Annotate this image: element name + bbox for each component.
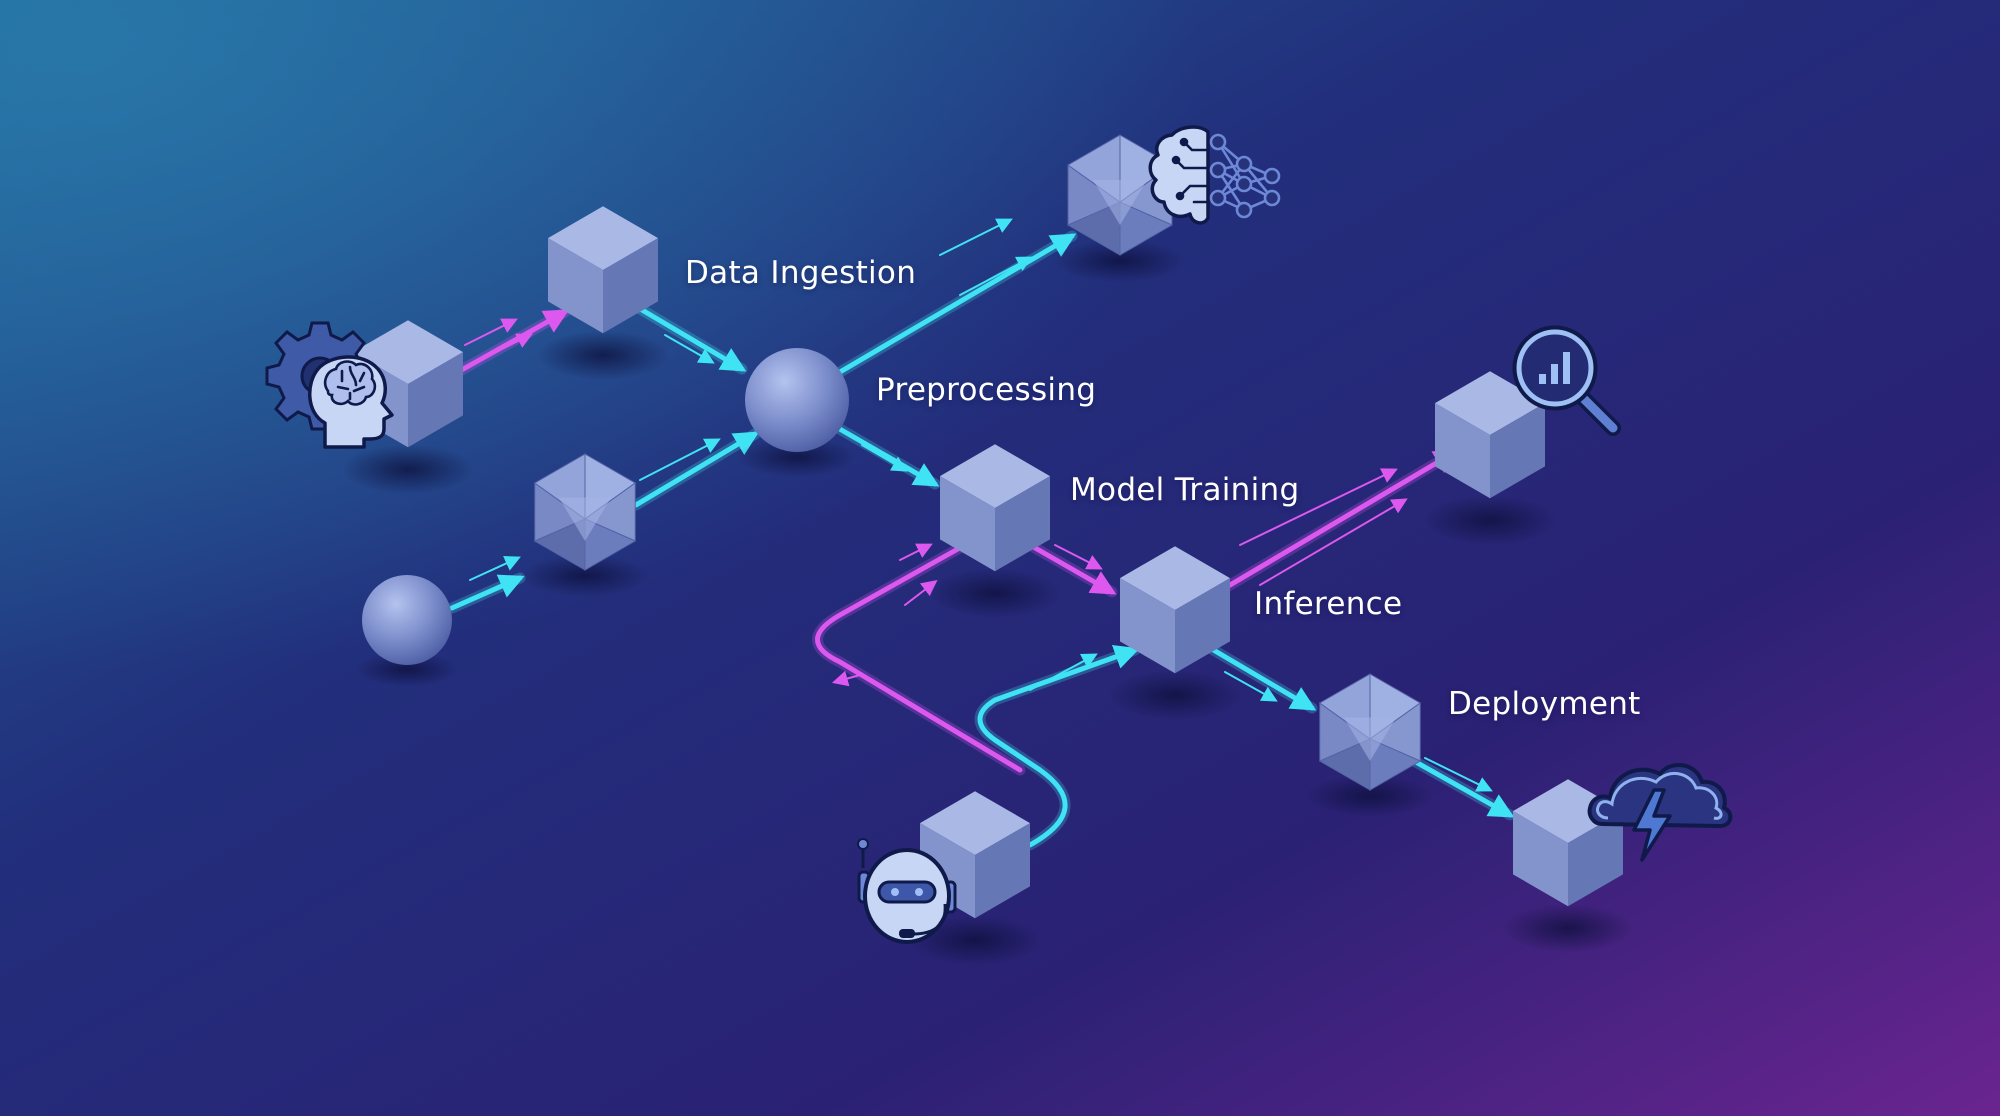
cube-inference: [1120, 546, 1230, 674]
node-shadow: [537, 330, 669, 380]
thin-arrow: [959, 256, 1033, 296]
thin-arrow: [831, 670, 861, 687]
thin-arrow: [1239, 468, 1398, 546]
node-shadow: [355, 652, 459, 687]
flow-sphere-to-brain: [834, 230, 1078, 378]
node-shadow: [1502, 903, 1634, 953]
node-shadow: [342, 444, 474, 494]
flow-inference-to-deploy: [1199, 639, 1318, 714]
label-inference: Inference: [1254, 586, 1403, 622]
flow-inference-to-analytics: [1219, 446, 1461, 594]
flow-robot-to-inference: [974, 644, 1141, 851]
node-shadow: [521, 554, 649, 597]
flow-ball-to-icosa: [446, 572, 526, 614]
robot-headset-icon: [857, 838, 957, 944]
thin-arrow: [904, 580, 938, 606]
icosahedron-source: [533, 453, 637, 571]
sphere-source: [362, 575, 452, 665]
thin-arrow: [469, 556, 521, 581]
cube-robot: [920, 791, 1030, 919]
flow-cube-to-sphere: [631, 301, 748, 375]
thin-arrow: [479, 333, 533, 361]
thin-arrow: [1424, 757, 1493, 792]
cube-model-training: [940, 444, 1050, 572]
flow-lines: [446, 218, 1516, 851]
thin-arrow: [639, 438, 721, 481]
thin-arrow: [939, 218, 1013, 256]
node-shadow: [737, 437, 857, 477]
cube-deployment: [1513, 779, 1623, 907]
analytics-magnifier-icon: [1512, 325, 1621, 436]
label-deployment: Deployment: [1448, 686, 1641, 722]
node-shadow: [1306, 774, 1434, 817]
node-shadow: [1054, 239, 1186, 283]
node-shadow: [929, 568, 1061, 618]
flow-icosa-to-sphere: [630, 428, 761, 511]
thin-arrow: [1029, 653, 1098, 691]
thin-arrow: [1054, 544, 1103, 570]
pipeline-nodes: [342, 134, 1634, 965]
brain-network-icon: [1148, 125, 1281, 225]
cube-data-ingestion: [548, 206, 658, 334]
cloud-lightning-icon: [1587, 762, 1733, 862]
label-model-training: Model Training: [1070, 472, 1300, 508]
node-shadow: [909, 915, 1041, 965]
sphere-preprocessing: [745, 348, 849, 452]
thin-arrow: [899, 543, 933, 561]
thin-arrow: [464, 318, 518, 346]
label-preprocessing: Preprocessing: [876, 372, 1097, 408]
gear-brain-head-icon: [265, 321, 394, 449]
flow-training-loop: [812, 539, 1026, 776]
thin-arrow: [1259, 498, 1408, 586]
node-shadow: [1424, 495, 1556, 545]
node-shadow: [1109, 670, 1241, 720]
thin-arrow: [664, 334, 715, 364]
flow-training-to-inference: [1024, 539, 1118, 598]
thin-arrow: [1224, 671, 1278, 702]
flow-gear-to-cube: [452, 306, 571, 378]
flow-sphere-to-training: [832, 422, 941, 490]
thin-arrow: [861, 444, 908, 472]
icosahedron-deployment: [1318, 673, 1422, 791]
icosahedron-model: [1066, 134, 1174, 256]
label-data-ingestion: Data Ingestion: [685, 255, 917, 291]
